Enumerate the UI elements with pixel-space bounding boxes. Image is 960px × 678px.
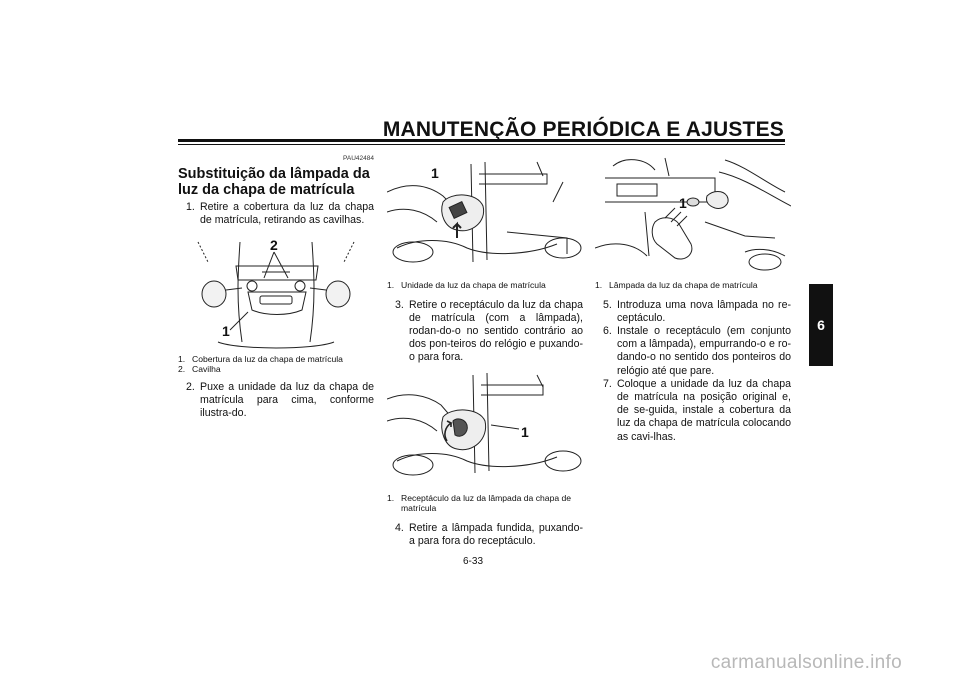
watermark-text: carmanualsonline.info bbox=[710, 652, 902, 673]
column-2: 1 1. Unidade da luz da chapa de matrícul… bbox=[387, 152, 583, 548]
step-text: Instale o receptáculo (em conjunto com a… bbox=[617, 324, 791, 377]
caption-number: 2. bbox=[178, 364, 186, 375]
step-text: Retire a lâmpada fundida, puxando-a para… bbox=[409, 521, 583, 547]
header-rule-thick bbox=[178, 139, 785, 142]
step-2: 2. Puxe a unidade da luz da chapa de mat… bbox=[178, 381, 374, 421]
step-text: Retire a cobertura da luz da chapa de ma… bbox=[200, 201, 374, 227]
caption-row: 1. Receptáculo da luz da lâmpada da chap… bbox=[387, 493, 583, 514]
step-number: 5. bbox=[603, 298, 612, 311]
caption-text: Unidade da luz da chapa de matrícula bbox=[401, 280, 546, 290]
bulb-illustration: 1 bbox=[595, 157, 791, 271]
step-text: Coloque a unidade da luz da chapa de mat… bbox=[617, 377, 791, 443]
column-3: 1 1. Lâmpada da luz da chapa de matrícul… bbox=[595, 152, 791, 444]
license-light-cover-illustration: 2 1 bbox=[197, 237, 355, 349]
socket-illustration: 1 bbox=[387, 372, 582, 476]
figure-bulb: 1 bbox=[595, 152, 791, 278]
caption-row: 1. Lâmpada da luz da chapa de matrícula bbox=[595, 280, 791, 291]
caption-text: Receptáculo da luz da lâmpada da chapa d… bbox=[401, 492, 572, 514]
callout-1: 1 bbox=[222, 323, 230, 339]
caption-number: 1. bbox=[595, 280, 603, 290]
step-5: 5. Introduza uma nova lâmpada no re-cept… bbox=[595, 299, 791, 325]
callout-1: 1 bbox=[431, 165, 439, 181]
step-text: Introduza uma nova lâmpada no re-ceptácu… bbox=[617, 298, 791, 324]
figure-captions: 1. Cobertura da luz da chapa de matrícul… bbox=[178, 354, 374, 375]
step-3: 3. Retire o receptáculo da luz da chapa … bbox=[387, 299, 583, 365]
step-6: 6. Instale o receptáculo (em conjunto co… bbox=[595, 325, 791, 378]
caption-number: 1. bbox=[387, 280, 395, 290]
caption-row: 1. Cobertura da luz da chapa de matrícul… bbox=[178, 354, 374, 365]
step-7: 7. Coloque a unidade da luz da chapa de … bbox=[595, 378, 791, 444]
page-header-title: MANUTENÇÃO PERIÓDICA E AJUSTES bbox=[382, 118, 784, 141]
callout-1: 1 bbox=[679, 195, 687, 211]
step-number: 6. bbox=[603, 324, 612, 337]
callout-1: 1 bbox=[521, 424, 529, 440]
page-number: 6-33 bbox=[463, 556, 484, 567]
step-number: 3. bbox=[395, 298, 404, 311]
step-number: 2. bbox=[186, 380, 195, 393]
step-text: Puxe a unidade da luz da chapa de matríc… bbox=[200, 380, 374, 420]
light-unit-illustration: 1 bbox=[387, 161, 582, 263]
step-text: Retire o receptáculo da luz da chapa de … bbox=[409, 298, 583, 364]
figure-light-unit: 1 bbox=[387, 152, 583, 278]
chapter-tab-label: 6 bbox=[817, 317, 825, 333]
section-title: Substituição da lâmpada da luz da chapa … bbox=[178, 166, 370, 199]
figure-license-light-cover: 2 1 bbox=[178, 232, 374, 352]
figure-caption: 1. Lâmpada da luz da chapa de matrícula bbox=[595, 280, 791, 291]
step-number: 7. bbox=[603, 377, 612, 390]
step-4: 4. Retire a lâmpada fundida, puxando-a p… bbox=[387, 522, 583, 548]
step-1: 1. Retire a cobertura da luz da chapa de… bbox=[178, 201, 374, 227]
figure-caption: 1. Unidade da luz da chapa de matrícula bbox=[387, 280, 583, 291]
chapter-tab: 6 bbox=[809, 284, 833, 366]
column-1: PAU42484 Substituição da lâmpada da luz … bbox=[178, 152, 374, 420]
caption-number: 1. bbox=[387, 492, 395, 503]
step-number: 1. bbox=[186, 201, 195, 214]
step-number: 4. bbox=[395, 521, 404, 534]
caption-row: 2. Cavilha bbox=[178, 364, 374, 375]
caption-text: Cobertura da luz da chapa de matrícula bbox=[192, 353, 343, 364]
caption-row: 1. Unidade da luz da chapa de matrícula bbox=[387, 280, 583, 291]
callout-2: 2 bbox=[270, 237, 278, 253]
caption-number: 1. bbox=[178, 353, 186, 364]
header-rule-thin bbox=[178, 144, 785, 145]
figure-caption: 1. Receptáculo da luz da lâmpada da chap… bbox=[387, 493, 583, 514]
figure-socket: 1 bbox=[387, 369, 583, 491]
caption-text: Lâmpada da luz da chapa de matrícula bbox=[609, 280, 758, 290]
section-code: PAU42484 bbox=[343, 155, 374, 162]
caption-text: Cavilha bbox=[192, 364, 221, 375]
